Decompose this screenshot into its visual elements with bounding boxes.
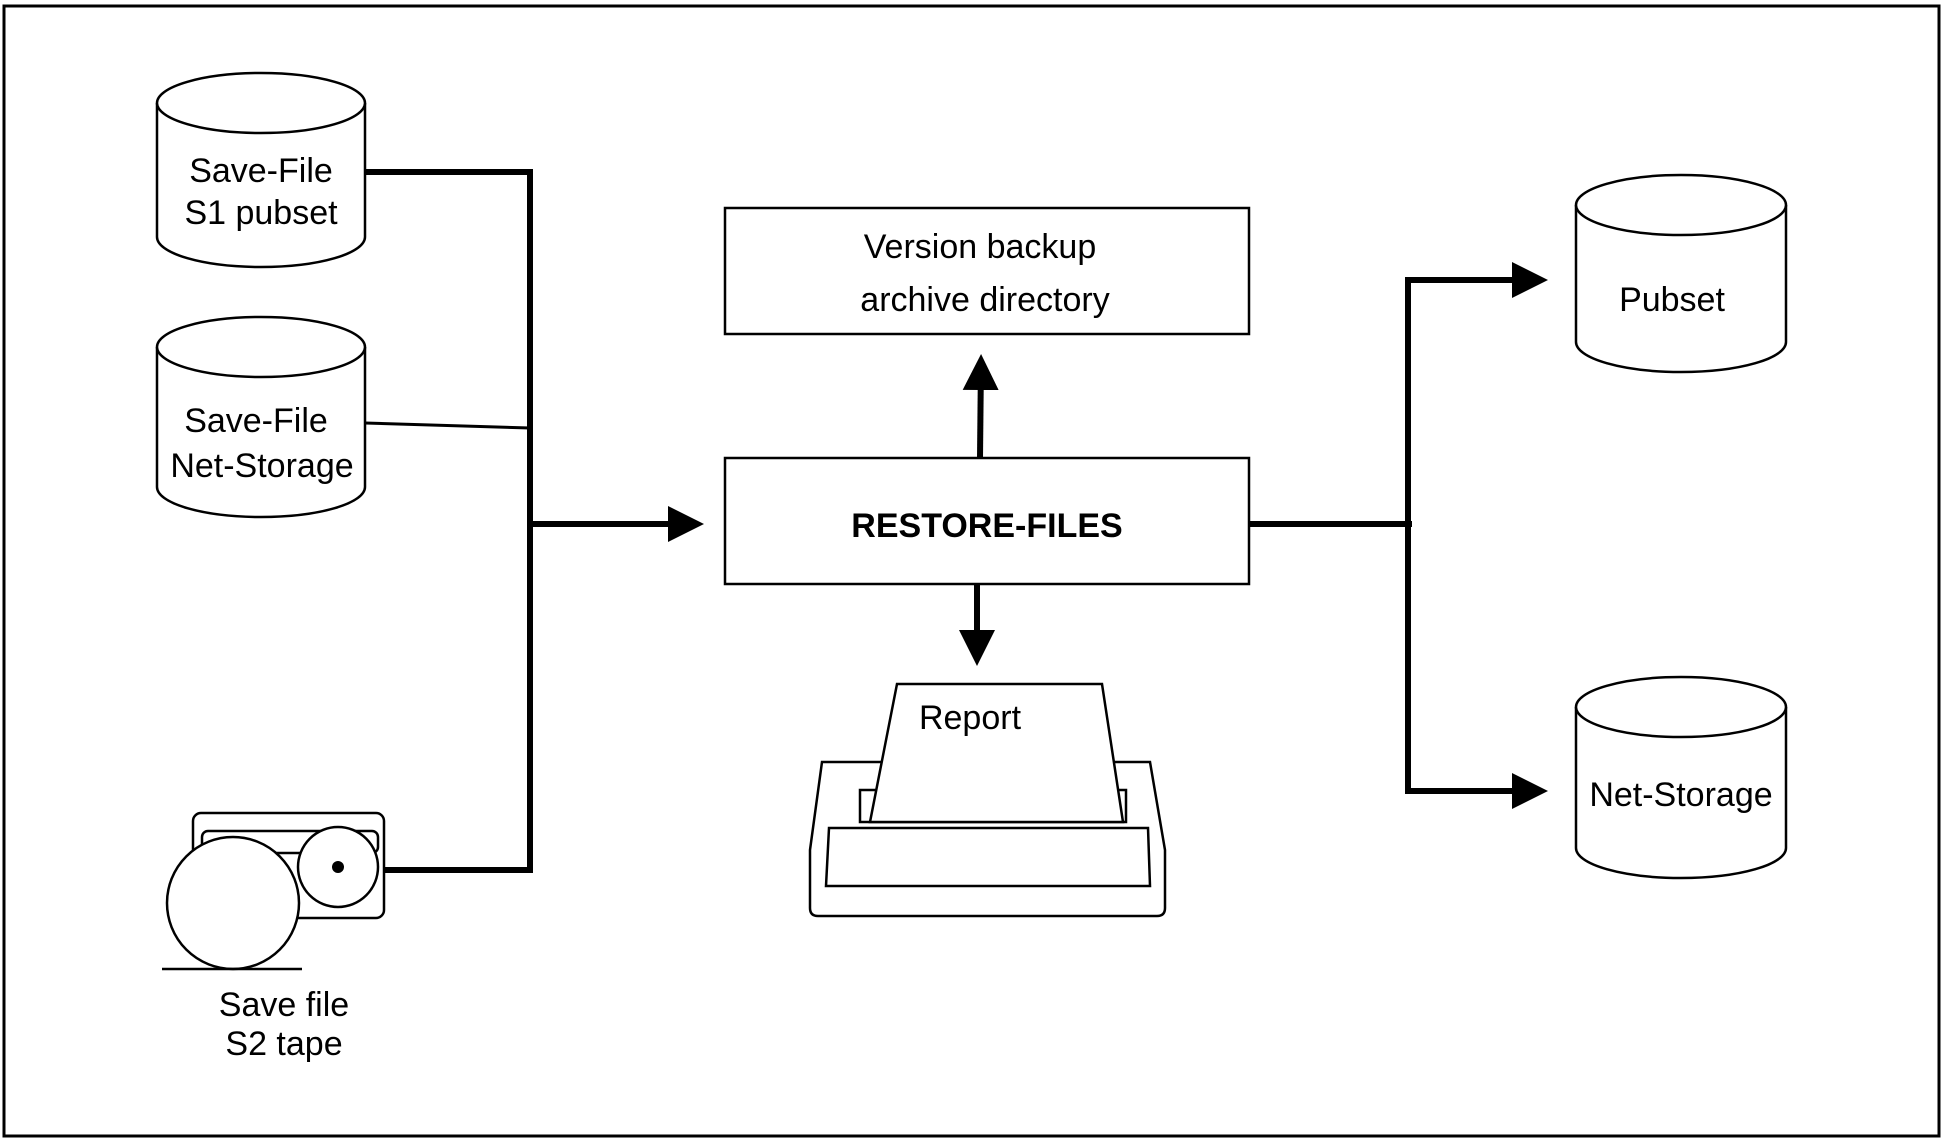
diagram-frame [2,4,1941,1138]
source-net-storage-line2: Net-Storage [170,447,353,485]
source-s2-tape-line2: S2 tape [225,1025,342,1063]
report-label: Report [919,699,1022,737]
archive-directory-box [723,206,1251,336]
archive-line2: archive directory [860,281,1109,319]
output-connector-lines [1249,262,1548,809]
input-connector-lines [364,169,704,873]
source-s1-pubset-line1: Save-File [189,152,333,190]
source-net-storage-cylinder: Save-File Net-Storage [155,315,367,519]
restore-files-box [723,456,1251,586]
target-pubset-cylinder: Pubset [1574,173,1788,374]
arrow-to-archive [962,354,999,459]
target-net-storage-label: Net-Storage [1589,776,1772,814]
archive-line1: Version backup [864,228,1097,266]
source-s1-pubset-line2: S1 pubset [184,194,338,232]
restore-files-label: RESTORE-FILES [851,507,1122,545]
report-printer-icon: Report [808,682,1167,918]
source-s2-tape-icon [162,811,386,971]
source-s1-pubset-cylinder: Save-File S1 pubset [155,71,367,269]
target-pubset-label: Pubset [1619,281,1725,319]
source-s2-tape-line1: Save file [219,986,349,1024]
target-net-storage-cylinder: Net-Storage [1574,675,1788,880]
source-net-storage-line1: Save-File [184,402,328,440]
